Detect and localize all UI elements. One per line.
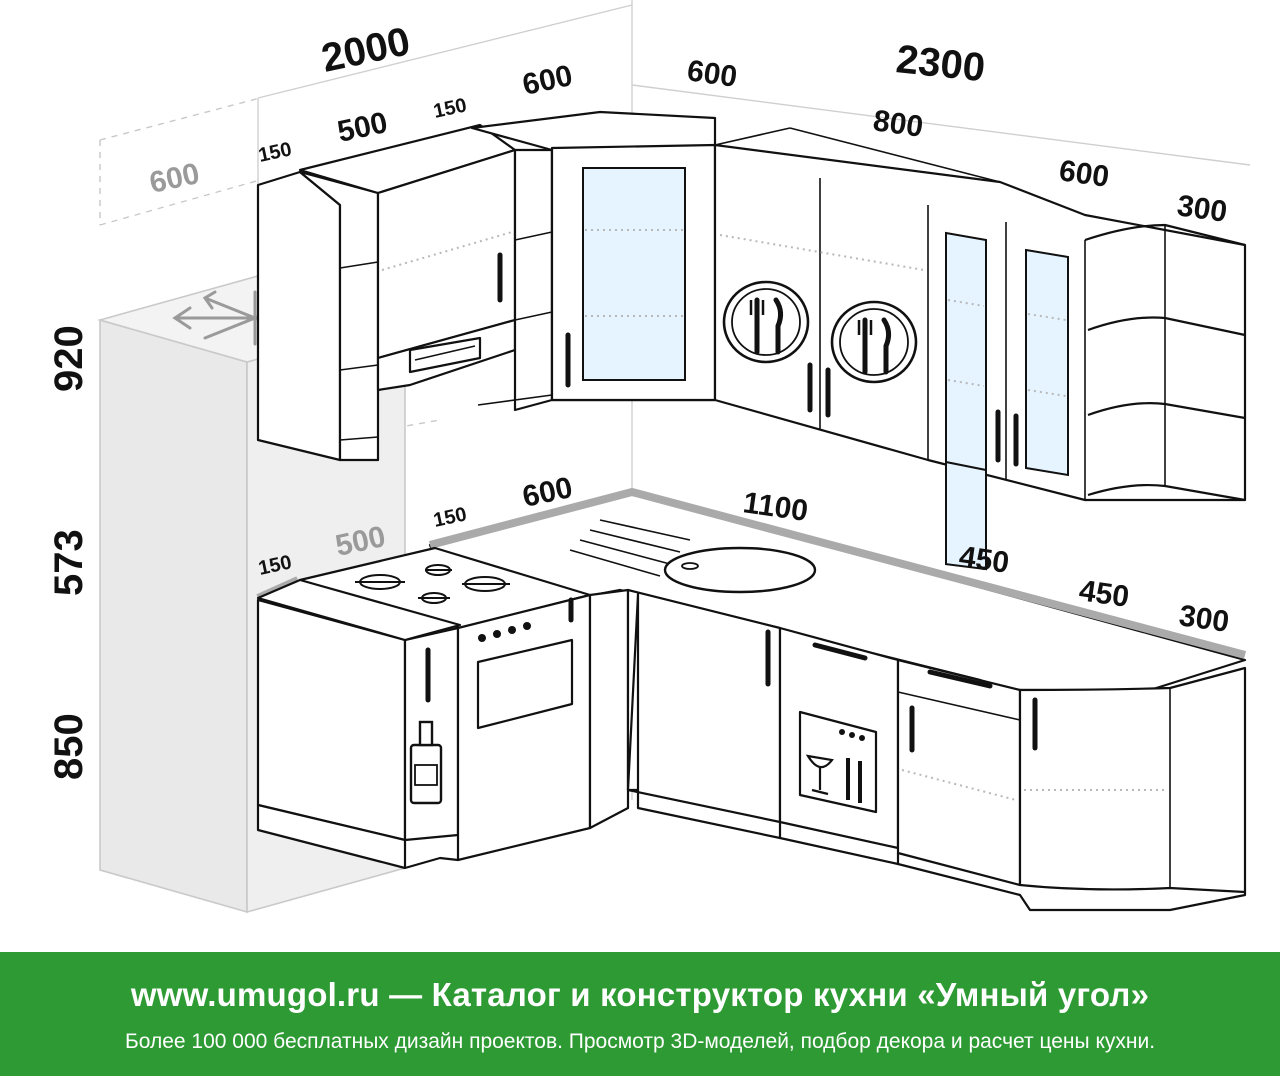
dim-upper-left-500: 500 [335, 106, 391, 149]
lower-left-cabinet [256, 578, 462, 870]
glass-panel [1025, 248, 1069, 477]
dim-upper-300: 300 [1175, 189, 1229, 229]
dim-upper-right-total: 2300 [894, 37, 987, 90]
banner-title[interactable]: www.umugol.ru — Каталог и конструктор ку… [130, 976, 1150, 1013]
upper-left-cabinets [256, 123, 554, 462]
dim-height-base: 850 [47, 713, 91, 780]
dim-height-gap: 573 [47, 529, 91, 596]
lower-right-cabinets [404, 588, 1247, 912]
dim-fridge-depth: 600 [147, 157, 203, 200]
dim-height-upper: 920 [47, 325, 91, 392]
fork-knife-icon [830, 300, 918, 384]
fork-knife-icon [722, 280, 810, 364]
kitchen-diagram: 2000 2300 150 500 150 600 600 800 600 30… [47, 0, 1251, 914]
dim-base-150b: 150 [431, 503, 468, 531]
dim-upper-corner-600b: 600 [685, 54, 739, 94]
dim-upper-left-150b: 150 [431, 94, 468, 122]
dishwasher-icon [798, 710, 878, 814]
dim-upper-left-150a: 150 [256, 138, 293, 166]
dim-upper-800: 800 [871, 104, 925, 144]
dim-upper-600: 600 [1057, 154, 1111, 194]
dim-base-300: 300 [1177, 599, 1231, 639]
kitchen-drawing: 2000 2300 150 500 150 600 600 800 600 30… [47, 0, 1251, 914]
dim-upper-corner-600a: 600 [520, 59, 576, 102]
burner-icon [355, 564, 510, 604]
bottle-icon [409, 720, 443, 805]
banner-subtitle: Более 100 000 бесплатных дизайн проектов… [124, 1030, 1156, 1053]
dim-upper-left-total: 2000 [318, 19, 414, 81]
dim-base-450a: 450 [957, 540, 1011, 580]
oven [456, 588, 630, 862]
dim-base-450b: 450 [1077, 574, 1131, 614]
glass-panel [945, 231, 987, 472]
upper-right-cabinets [713, 127, 1247, 571]
glass-panel [582, 167, 686, 381]
sink [663, 546, 817, 594]
countertop [256, 487, 1247, 692]
footer-banner: www.umugol.ru — Каталог и конструктор ку… [0, 952, 1280, 1076]
